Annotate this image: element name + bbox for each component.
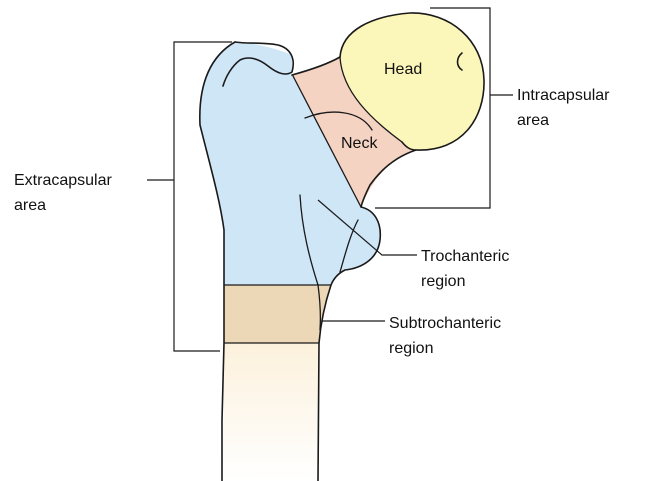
intracapsular-label-line1: Intracapsular (517, 87, 610, 104)
trochanteric-label-line1: Trochanteric (421, 248, 509, 265)
neck-label: Neck (341, 135, 378, 152)
femoral-shaft (223, 343, 319, 481)
intracapsular-label-line2: area (517, 112, 549, 129)
head-label: Head (384, 61, 422, 78)
extracapsular-label-line1: Extracapsular (14, 172, 112, 189)
subtrochanteric-label-line2: region (389, 340, 433, 357)
subtrochanteric-label-line1: Subtrochanteric (389, 315, 501, 332)
subtrochanteric-band (224, 285, 331, 343)
trochanteric-label-line2: region (421, 273, 465, 290)
extracapsular-label-line2: area (14, 197, 46, 214)
